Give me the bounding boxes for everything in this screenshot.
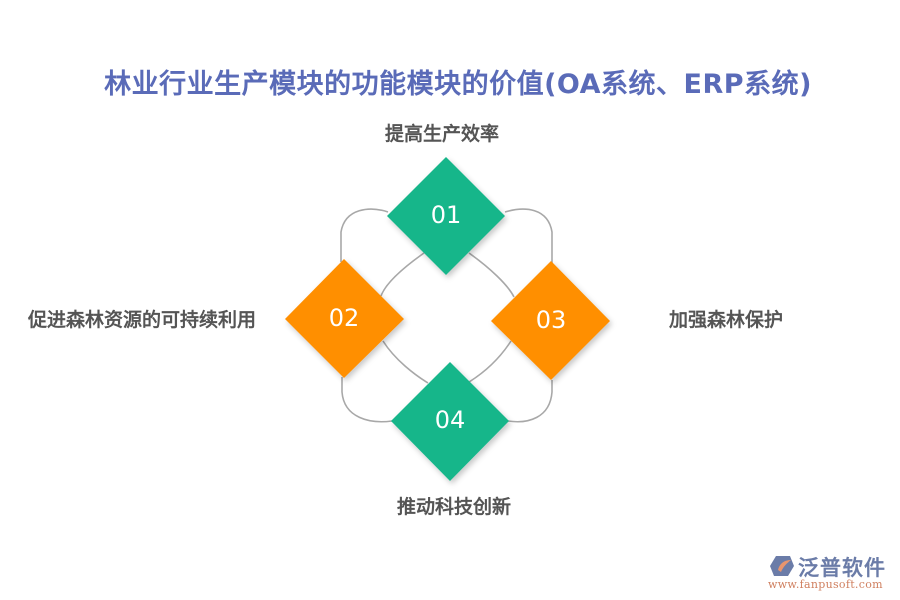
label-tech-innovation: 推动科技创新 (397, 496, 512, 518)
brand-logo: 泛普软件 www.fanpusoft.com (768, 552, 893, 592)
arc-top-right (504, 208, 553, 264)
inner-top-left (380, 252, 425, 297)
logo-name: 泛普软件 (798, 556, 886, 580)
diamond-01 (387, 157, 505, 275)
label-forest-protection: 加强森林保护 (669, 309, 784, 331)
logo-icon (770, 556, 794, 576)
inner-top-right (468, 252, 515, 298)
number-01: 01 (430, 201, 462, 229)
arc-bottom-right (507, 380, 553, 423)
connector-lines (340, 208, 553, 423)
number-04: 04 (434, 406, 466, 434)
diamond-03 (491, 261, 610, 380)
arc-top-left (340, 208, 389, 262)
arc-bottom-left (341, 377, 393, 423)
inner-bottom-right (468, 340, 512, 383)
number-03: 03 (535, 306, 567, 334)
number-02: 02 (328, 304, 360, 332)
page-title: 林业行业生产模块的功能模块的价值(OA系统、ERP系统) (104, 69, 812, 100)
diamond-02 (285, 259, 404, 378)
label-sustainable-use: 促进森林资源的可持续利用 (28, 309, 257, 331)
diamond-04 (391, 362, 509, 481)
label-improve-efficiency: 提高生产效率 (385, 123, 500, 145)
inner-bottom-left (382, 340, 429, 384)
logo-url: www.fanpusoft.com (768, 578, 883, 591)
